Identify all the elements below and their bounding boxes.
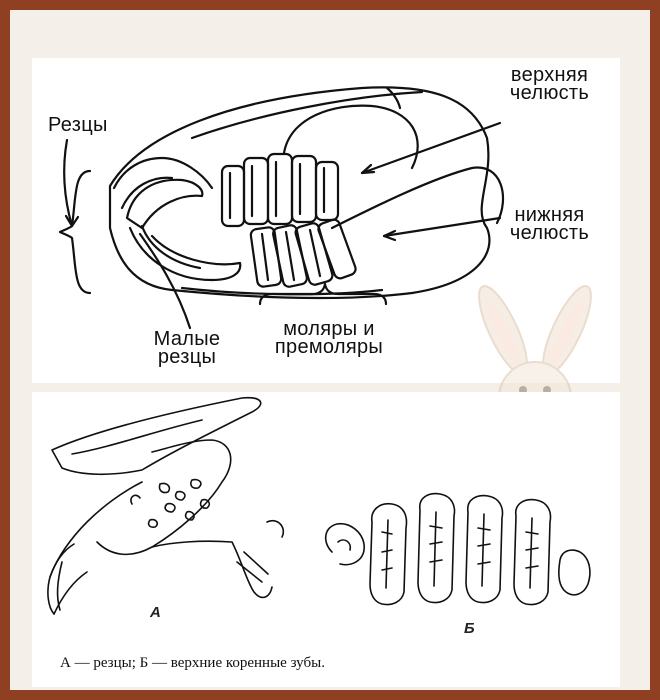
- figure-caption: А — резцы; Б — верхние коренные зубы.: [60, 655, 325, 671]
- label-lower-jaw-line2: челюсть: [509, 222, 590, 244]
- label-molars: моляры и премоляры: [254, 318, 404, 358]
- label-molars-line1: моляры и: [283, 318, 375, 340]
- teeth-engraving-drawing: [47, 396, 591, 615]
- label-lower-jaw: нижняя челюсть: [492, 204, 607, 244]
- label-lower-jaw-line1: нижняя: [514, 204, 585, 226]
- label-small-incisors-line2: резцы: [157, 346, 217, 368]
- tag-a: А: [150, 604, 161, 621]
- tag-b: Б: [464, 620, 475, 637]
- label-small-incisors-line1: Малые: [153, 328, 221, 350]
- skull-schematic-drawing: [58, 86, 505, 330]
- skull-schematic-panel: Резцы верхняя челюсть нижняя челюсть Мал…: [32, 58, 620, 383]
- label-molars-line2: премоляры: [274, 336, 384, 358]
- label-upper-jaw-line1: верхняя: [510, 64, 589, 86]
- label-upper-jaw: верхняя челюсть: [487, 64, 612, 104]
- label-upper-jaw-line2: челюсть: [509, 82, 590, 104]
- teeth-engraving-panel: А Б: [32, 392, 620, 687]
- label-small-incisors: Малые резцы: [132, 328, 242, 368]
- label-incisors: Резцы: [48, 114, 108, 136]
